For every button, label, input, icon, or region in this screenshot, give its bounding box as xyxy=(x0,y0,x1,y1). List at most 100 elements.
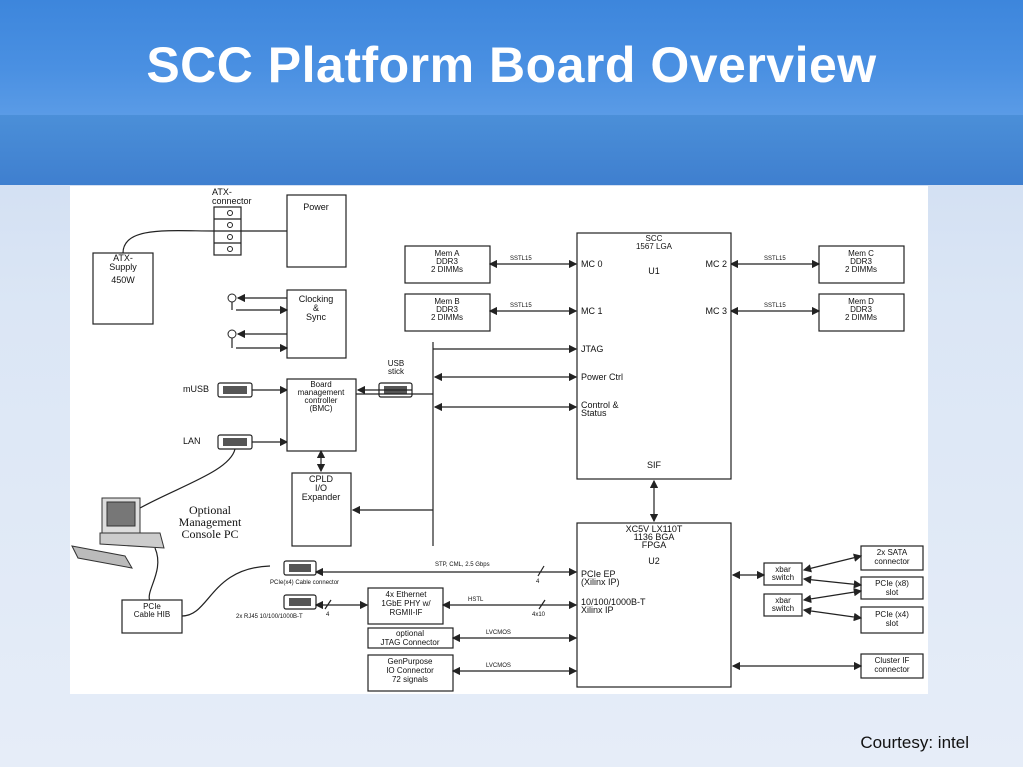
svg-text:4: 4 xyxy=(326,612,330,618)
svg-text:IO Connector: IO Connector xyxy=(386,666,434,675)
lan-connector: LAN xyxy=(139,434,289,509)
svg-text:slot: slot xyxy=(886,588,899,597)
svg-text:LAN: LAN xyxy=(183,436,201,446)
svg-text:Mem D: Mem D xyxy=(848,297,874,306)
pcie-cable-hib: PCIe Cable HIB xyxy=(121,565,271,634)
ethernet-phy: 4x Ethernet 1GbE PHY w/ RGMII-IF HSTL 4x… xyxy=(367,587,578,625)
svg-text:2 DIMMs: 2 DIMMs xyxy=(431,265,463,274)
svg-text:CPLD: CPLD xyxy=(309,474,334,484)
svg-text:xbar: xbar xyxy=(775,596,791,605)
genpurpose-io-connector: GenPurpose IO Connector 72 signals LVCMO… xyxy=(367,654,578,692)
board-diagram: ATX- connector Power ATX- Supply 450W Cl… xyxy=(70,186,928,694)
svg-text:DDR3: DDR3 xyxy=(850,305,872,314)
svg-text:JTAG Connector: JTAG Connector xyxy=(381,638,440,647)
svg-text:1GbE PHY w/: 1GbE PHY w/ xyxy=(381,599,431,608)
svg-text:Cable HIB: Cable HIB xyxy=(134,610,170,619)
svg-text:DDR3: DDR3 xyxy=(436,305,458,314)
pcie-x4-slot: PCIe (x4) slot xyxy=(802,606,924,634)
svg-text:Optional: Optional xyxy=(189,503,232,517)
svg-text:2 DIMMs: 2 DIMMs xyxy=(845,265,877,274)
svg-text:Mem C: Mem C xyxy=(848,249,874,258)
power-block: Power xyxy=(286,194,347,268)
mem-b: Mem B DDR3 2 DIMMs SSTL15 xyxy=(404,293,578,332)
svg-text:Board: Board xyxy=(310,380,331,389)
svg-text:U2: U2 xyxy=(648,556,660,566)
svg-text:management: management xyxy=(298,388,345,397)
svg-text:SSTL15: SSTL15 xyxy=(510,256,532,262)
svg-text:LVCMOS: LVCMOS xyxy=(486,663,511,669)
bmc-bus xyxy=(356,342,578,546)
scc-chip: SCC 1567 LGA U1 MC 0 MC 1 MC 2 MC 3 JTAG… xyxy=(576,232,732,480)
musb-connector: mUSB xyxy=(183,382,289,398)
svg-text:connector: connector xyxy=(212,196,252,206)
mem-d: Mem D DDR3 2 DIMMs SSTL15 xyxy=(729,293,905,332)
xbar-switch-1: xbar switch xyxy=(731,562,803,586)
svg-text:(Xilinx IP): (Xilinx IP) xyxy=(581,577,620,587)
jtag-connector: optional JTAG Connector LVCMOS xyxy=(367,627,578,649)
svg-text:JTAG: JTAG xyxy=(581,344,603,354)
svg-text:72 signals: 72 signals xyxy=(392,675,428,684)
svg-text:switch: switch xyxy=(772,604,794,613)
svg-text:Xilinx IP: Xilinx IP xyxy=(581,605,614,615)
svg-text:Sync: Sync xyxy=(306,312,327,322)
credit-text: Courtesy: intel xyxy=(860,733,969,752)
atx-supply: ATX- Supply 450W xyxy=(92,230,215,325)
pcie-cable-connector: PCIe(x4) Cable connector STP, CML, 2.5 G… xyxy=(270,560,578,586)
svg-text:2 DIMMs: 2 DIMMs xyxy=(845,313,877,322)
svg-text:Power Ctrl: Power Ctrl xyxy=(581,372,623,382)
svg-text:switch: switch xyxy=(772,573,794,582)
svg-text:Expander: Expander xyxy=(302,492,341,502)
mem-a: Mem A DDR3 2 DIMMs SSTL15 xyxy=(404,245,578,284)
svg-text:PCIe (x8): PCIe (x8) xyxy=(875,579,909,588)
console-pc: Optional Management Console PC xyxy=(71,497,242,602)
svg-text:SCC: SCC xyxy=(646,234,663,243)
svg-text:XC5V LX110T: XC5V LX110T xyxy=(626,524,683,534)
bmc-block: Board management controller (BMC) xyxy=(286,378,357,473)
svg-text:RGMII-IF: RGMII-IF xyxy=(390,608,423,617)
svg-text:connector: connector xyxy=(874,665,909,674)
svg-text:U1: U1 xyxy=(648,266,660,276)
svg-text:2x SATA: 2x SATA xyxy=(877,548,908,557)
svg-text:mUSB: mUSB xyxy=(183,384,209,394)
cluster-if-connector: Cluster IF connector xyxy=(731,653,924,679)
svg-text:SIF: SIF xyxy=(647,460,662,470)
svg-text:controller: controller xyxy=(305,396,338,405)
svg-text:Control &: Control & xyxy=(581,400,619,410)
svg-text:2x RJ45 10/100/1000B-T: 2x RJ45 10/100/1000B-T xyxy=(236,614,303,620)
svg-text:HSTL: HSTL xyxy=(468,597,484,603)
pcie-x8-slot: PCIe (x8) slot xyxy=(802,575,924,604)
svg-text:SSTL15: SSTL15 xyxy=(764,256,786,262)
svg-text:(BMC): (BMC) xyxy=(309,404,332,413)
svg-text:Mem B: Mem B xyxy=(434,297,459,306)
svg-text:Management: Management xyxy=(179,515,242,529)
svg-text:2 DIMMs: 2 DIMMs xyxy=(431,313,463,322)
cpld-block: CPLD I/O Expander xyxy=(291,472,433,547)
svg-text:1136 BGA: 1136 BGA xyxy=(634,532,675,542)
svg-text:I/O: I/O xyxy=(315,483,327,493)
svg-text:MC 0: MC 0 xyxy=(581,259,603,269)
svg-text:Mem A: Mem A xyxy=(435,249,461,258)
rj45-connector: 2x RJ45 10/100/1000B-T 4 xyxy=(236,594,369,620)
title-band xyxy=(0,0,1023,115)
slide-title: SCC Platform Board Overview xyxy=(146,37,877,93)
svg-text:4x10: 4x10 xyxy=(532,612,546,618)
svg-text:SSTL15: SSTL15 xyxy=(510,303,532,309)
svg-text:450W: 450W xyxy=(111,275,135,285)
svg-text:PCIe: PCIe xyxy=(143,602,161,611)
clocking-block: Clocking & Sync xyxy=(227,289,347,359)
board-diagram-svg: ATX- connector Power ATX- Supply 450W Cl… xyxy=(71,187,924,692)
svg-text:connector: connector xyxy=(874,557,909,566)
svg-text:PCIe (x4): PCIe (x4) xyxy=(875,610,909,619)
svg-text:DDR3: DDR3 xyxy=(850,257,872,266)
svg-text:GenPurpose: GenPurpose xyxy=(388,657,433,666)
usb-stick: USB stick xyxy=(356,359,413,398)
svg-text:Status: Status xyxy=(581,408,607,418)
svg-text:Supply: Supply xyxy=(109,262,137,272)
svg-text:MC 1: MC 1 xyxy=(581,306,603,316)
svg-text:Console PC: Console PC xyxy=(181,527,238,541)
svg-text:MC 3: MC 3 xyxy=(705,306,727,316)
svg-text:ATX-: ATX- xyxy=(113,253,133,263)
svg-text:10/100/1000B-T: 10/100/1000B-T xyxy=(581,597,646,607)
svg-text:&: & xyxy=(313,303,319,313)
svg-text:optional: optional xyxy=(396,629,424,638)
